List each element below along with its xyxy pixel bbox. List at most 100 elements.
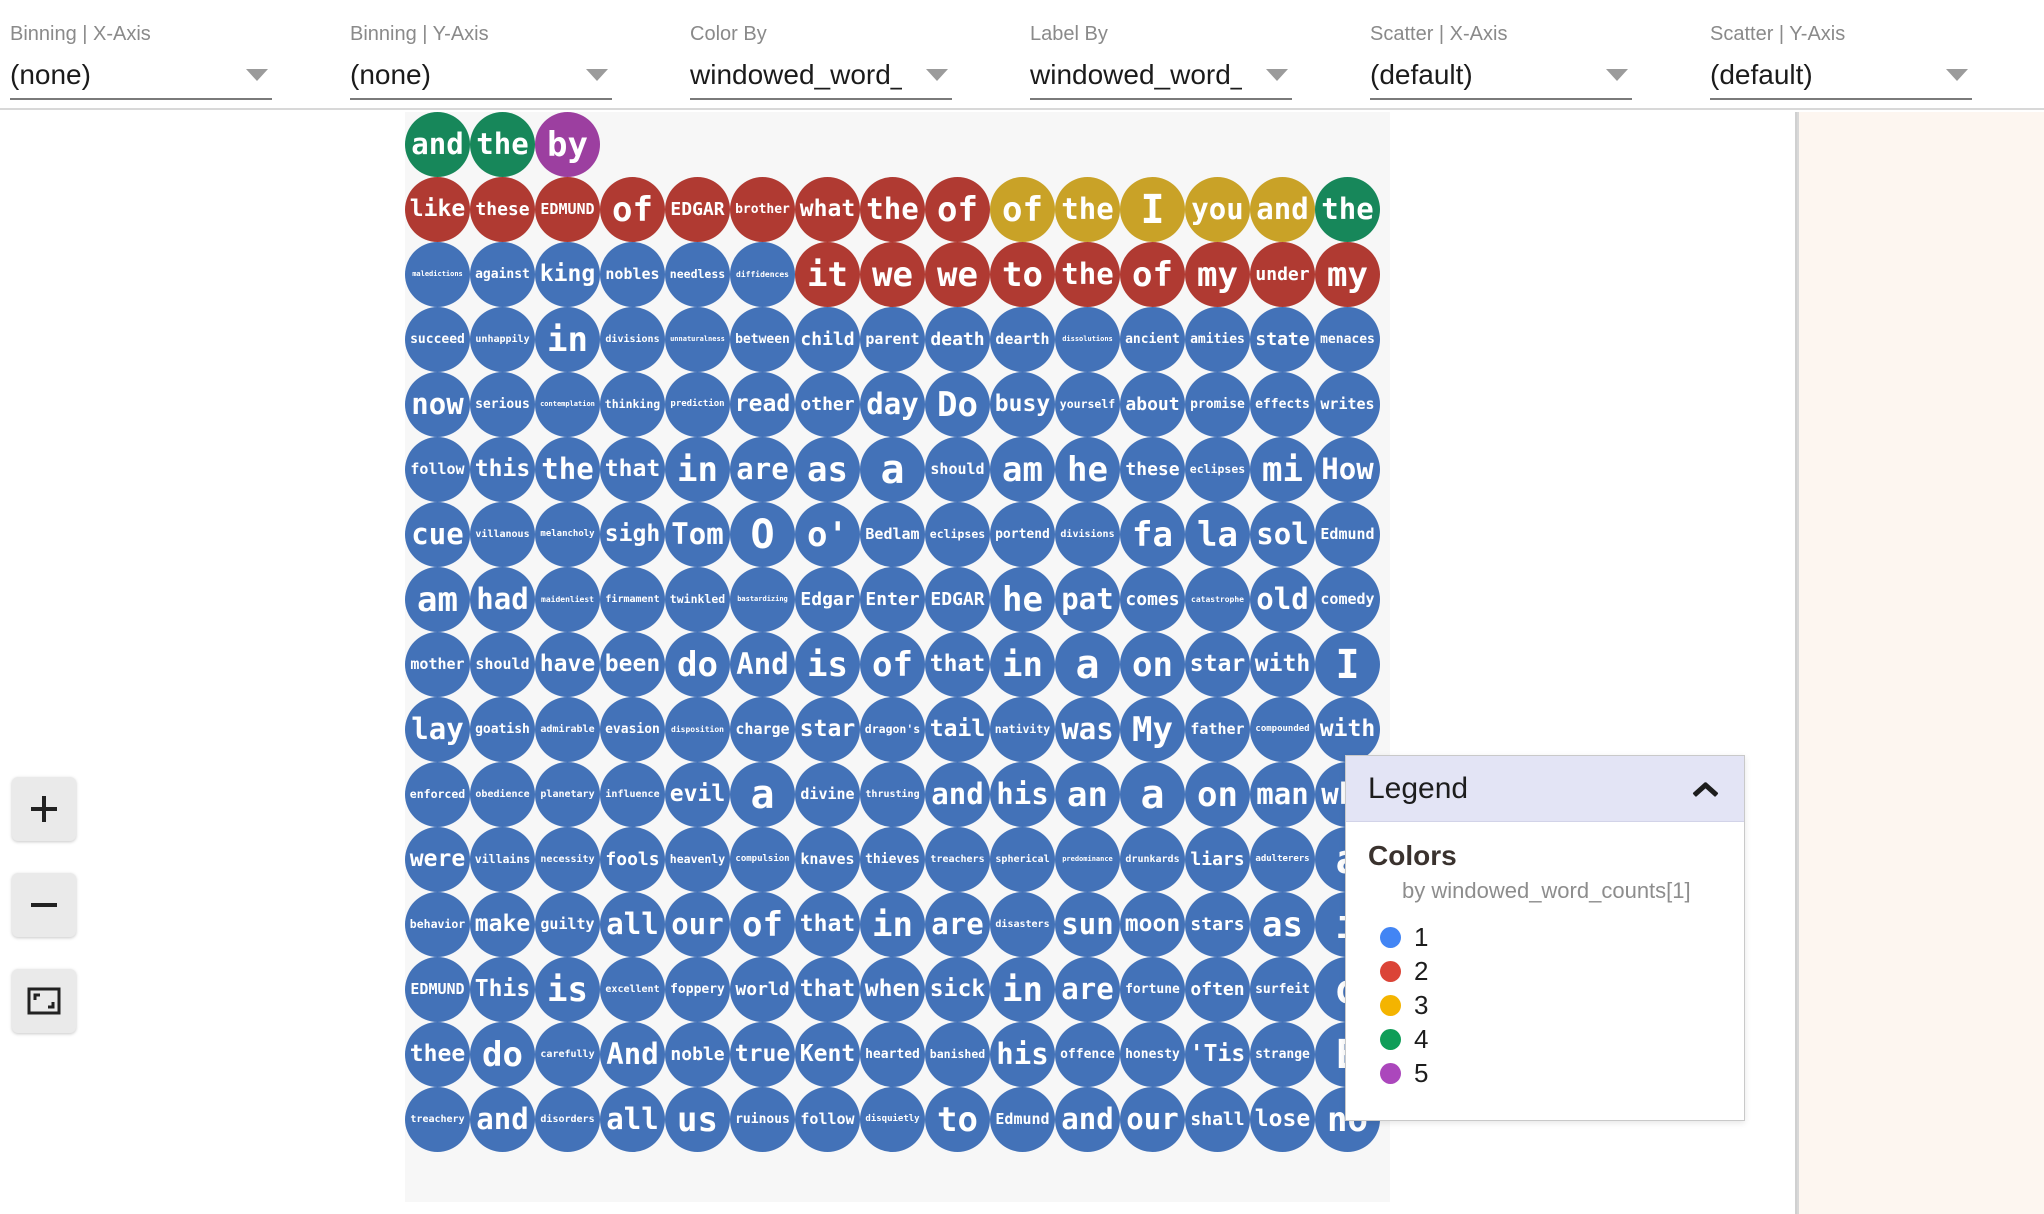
bubble-point[interactable]: read <box>730 372 795 437</box>
bubble-point[interactable]: treachery <box>405 1087 470 1152</box>
bubble-point[interactable]: been <box>600 632 665 697</box>
bubble-point[interactable]: mother <box>405 632 470 697</box>
bubble-point[interactable]: compounded <box>1250 697 1315 762</box>
bubble-point[interactable]: nobles <box>600 242 665 307</box>
bubble-point[interactable]: stars <box>1185 892 1250 957</box>
bubble-point[interactable]: and <box>1055 1087 1120 1152</box>
bubble-point[interactable]: state <box>1250 307 1315 372</box>
bubble-point[interactable]: that <box>925 632 990 697</box>
bubble-point[interactable]: you <box>1185 177 1250 242</box>
dropdown-select[interactable]: (default) <box>1370 52 1632 100</box>
bubble-point[interactable]: a <box>860 437 925 502</box>
bubble-point[interactable]: a <box>730 762 795 827</box>
bubble-point[interactable]: death <box>925 307 990 372</box>
bubble-point[interactable]: parent <box>860 307 925 372</box>
bubble-point[interactable]: maidenliest <box>535 567 600 632</box>
bubble-point[interactable]: in <box>860 892 925 957</box>
bubble-point[interactable]: writes <box>1315 372 1380 437</box>
bubble-point[interactable]: treachers <box>925 827 990 892</box>
bubble-point[interactable]: knaves <box>795 827 860 892</box>
bubble-point[interactable]: Edmund <box>990 1087 1055 1152</box>
bubble-point[interactable]: in <box>990 632 1055 697</box>
bubble-point[interactable]: disasters <box>990 892 1055 957</box>
bubble-point[interactable]: on <box>1120 632 1185 697</box>
bubble-point[interactable]: is <box>535 957 600 1022</box>
bubble-point[interactable]: offence <box>1055 1022 1120 1087</box>
bubble-point[interactable]: carefully <box>535 1022 600 1087</box>
bubble-point[interactable]: lose <box>1250 1087 1315 1152</box>
bubble-point[interactable]: planetary <box>535 762 600 827</box>
bubble-point[interactable]: all <box>600 1087 665 1152</box>
bubble-point[interactable]: tail <box>925 697 990 762</box>
bubble-point[interactable]: Edmund <box>1315 502 1380 567</box>
bubble-point[interactable]: banished <box>925 1022 990 1087</box>
zoom-out-button[interactable] <box>12 873 76 937</box>
bubble-point[interactable]: were <box>405 827 470 892</box>
bubble-point[interactable]: surfeit <box>1250 957 1315 1022</box>
bubble-point[interactable]: moon <box>1120 892 1185 957</box>
bubble-point[interactable]: and <box>470 1087 535 1152</box>
bubble-point[interactable]: This <box>470 957 535 1022</box>
bubble-point[interactable]: contemplation <box>535 372 600 437</box>
bubble-point[interactable]: make <box>470 892 535 957</box>
bubble-point[interactable]: comedy <box>1315 567 1380 632</box>
bubble-point[interactable]: necessity <box>535 827 600 892</box>
bubble-point[interactable]: divine <box>795 762 860 827</box>
bubble-point[interactable]: EDGAR <box>925 567 990 632</box>
bubble-point[interactable]: eclipses <box>925 502 990 567</box>
bubble-point[interactable]: it <box>795 242 860 307</box>
bubble-point[interactable]: of <box>925 177 990 242</box>
bubble-point[interactable]: our <box>665 892 730 957</box>
bubble-point[interactable]: evasion <box>600 697 665 762</box>
chevron-down-icon[interactable] <box>246 69 268 81</box>
bubble-point[interactable]: hearted <box>860 1022 925 1087</box>
bubble-point[interactable]: he <box>1055 437 1120 502</box>
chevron-down-icon[interactable] <box>926 69 948 81</box>
bubble-point[interactable]: when <box>860 957 925 1022</box>
dropdown-select[interactable]: windowed_word_c <box>690 52 952 100</box>
bubble-point[interactable]: disquietly <box>860 1087 925 1152</box>
bubble-point[interactable]: shall <box>1185 1087 1250 1152</box>
bubble-point[interactable]: his <box>990 762 1055 827</box>
bubble-point[interactable]: I <box>1120 177 1185 242</box>
bubble-point[interactable]: follow <box>795 1087 860 1152</box>
bubble-point[interactable]: thrusting <box>860 762 925 827</box>
bubble-point[interactable]: old <box>1250 567 1315 632</box>
bubble-point[interactable]: O <box>730 502 795 567</box>
bubble-point[interactable]: he <box>990 567 1055 632</box>
bubble-point[interactable]: Kent <box>795 1022 860 1087</box>
bubble-point[interactable]: menaces <box>1315 307 1380 372</box>
bubble-point[interactable]: these <box>1120 437 1185 502</box>
bubble-point[interactable]: catastrophe <box>1185 567 1250 632</box>
bubble-point[interactable]: strange <box>1250 1022 1315 1087</box>
chevron-down-icon[interactable] <box>586 69 608 81</box>
bubble-point[interactable]: promise <box>1185 372 1250 437</box>
bubble-point[interactable]: cue <box>405 502 470 567</box>
bubble-point[interactable]: divisions <box>600 307 665 372</box>
bubble-point[interactable]: now <box>405 372 470 437</box>
legend-item[interactable]: 5 <box>1380 1056 1722 1090</box>
legend-item[interactable]: 2 <box>1380 954 1722 988</box>
bubble-point[interactable]: compulsion <box>730 827 795 892</box>
bubble-point[interactable]: of <box>600 177 665 242</box>
bubble-point[interactable]: father <box>1185 697 1250 762</box>
bubble-point[interactable]: in <box>665 437 730 502</box>
bubble-point[interactable]: king <box>535 242 600 307</box>
fit-to-screen-button[interactable] <box>12 969 76 1033</box>
dropdown-select[interactable]: windowed_word_c <box>1030 52 1292 100</box>
bubble-point[interactable]: My <box>1120 697 1185 762</box>
bubble-point[interactable]: amities <box>1185 307 1250 372</box>
legend-header[interactable]: Legend <box>1346 756 1744 822</box>
bubble-point[interactable]: evil <box>665 762 730 827</box>
bubble-point[interactable]: the <box>470 112 535 177</box>
bubble-point[interactable]: the <box>1055 177 1120 242</box>
bubble-point[interactable]: dearth <box>990 307 1055 372</box>
bubble-point[interactable]: Enter <box>860 567 925 632</box>
bubble-point[interactable]: foppery <box>665 957 730 1022</box>
bubble-point[interactable]: lay <box>405 697 470 762</box>
bubble-point[interactable]: thee <box>405 1022 470 1087</box>
bubble-point[interactable]: in <box>535 307 600 372</box>
bubble-point[interactable]: effects <box>1250 372 1315 437</box>
bubble-point[interactable]: sun <box>1055 892 1120 957</box>
